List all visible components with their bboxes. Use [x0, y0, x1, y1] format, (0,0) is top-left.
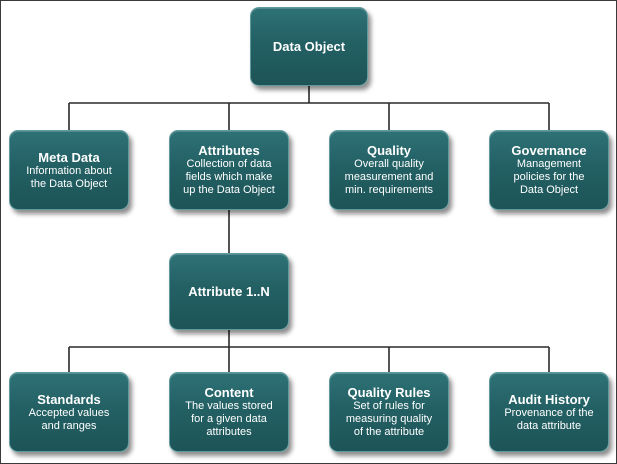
node-description-line: the Data Object: [30, 177, 108, 190]
node-description-line: measuring quality: [345, 413, 433, 425]
node-description-line: for a given data: [191, 413, 267, 425]
node-title: Audit History: [508, 391, 590, 407]
node-content: Content The values stored for a given da…: [169, 372, 289, 452]
node-description-line: min. requirements: [344, 184, 434, 196]
node-quality-rules: Quality Rules Set of rules for measuring…: [329, 372, 449, 452]
node-governance: Governance Management policies for the D…: [489, 130, 609, 210]
node-description-line: Collection of data: [186, 158, 272, 170]
node-description-line: Provenance of the: [504, 406, 594, 419]
node-meta-data: Meta Data Information about the Data Obj…: [9, 130, 129, 210]
node-description-line: Management: [516, 158, 582, 170]
node-standards: Standards Accepted values and ranges: [9, 372, 129, 452]
node-description-line: data attribute: [516, 419, 582, 432]
node-description-line: up the Data Object: [183, 184, 275, 196]
node-title: Data Object: [272, 39, 346, 54]
node-description-line: and ranges: [41, 419, 97, 432]
node-description-line: Overall quality: [354, 158, 424, 170]
node-description-line: attributes: [206, 426, 252, 438]
node-data-object: Data Object: [250, 7, 368, 86]
node-title: Attribute 1..N: [188, 284, 270, 299]
node-title: Attributes: [198, 143, 260, 158]
node-description-line: measurement and: [344, 171, 434, 183]
node-description-line: Set of rules for: [353, 400, 425, 412]
node-description-line: of the attribute: [353, 426, 425, 438]
node-description-line: fields which make: [185, 171, 273, 183]
node-description-line: policies for the: [513, 171, 585, 183]
node-attributes: Attributes Collection of data fields whi…: [169, 130, 289, 210]
node-description-line: Accepted values: [28, 406, 110, 419]
node-title: Governance: [511, 143, 587, 158]
node-title: Standards: [37, 391, 101, 407]
node-description-line: The values stored: [185, 400, 273, 412]
node-description-line: Information about: [26, 164, 112, 177]
node-attribute-1-n: Attribute 1..N: [169, 253, 289, 330]
node-title: Quality: [366, 143, 412, 158]
node-title: Meta Data: [38, 149, 100, 165]
node-audit-history: Audit History Provenance of the data att…: [489, 372, 609, 452]
node-title: Content: [204, 385, 254, 400]
node-title: Quality Rules: [347, 385, 431, 400]
node-quality: Quality Overall quality measurement and …: [329, 130, 449, 210]
node-description-line: Data Object: [519, 184, 579, 196]
